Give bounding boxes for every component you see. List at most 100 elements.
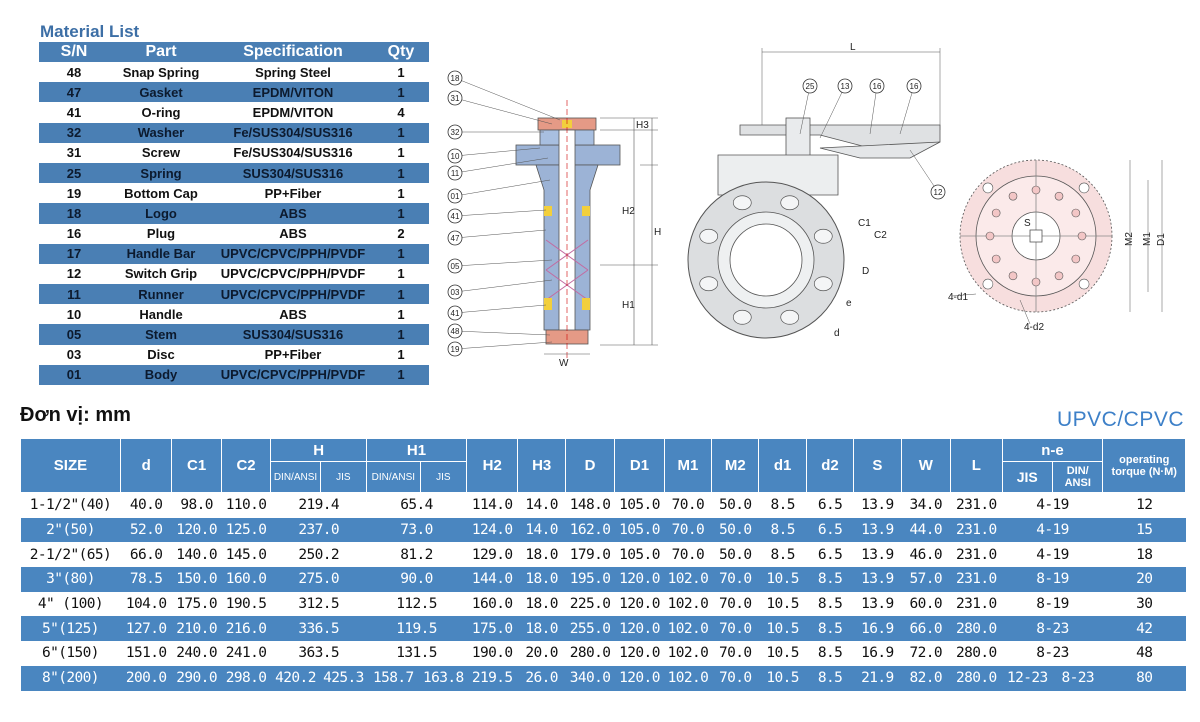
material-cell: SUS304/SUS316	[213, 324, 373, 345]
material-cell: 16	[39, 223, 109, 244]
flange-hole	[982, 278, 994, 290]
dimension-cell-l: 280.0	[950, 616, 1003, 642]
dim-c1-label: C1	[858, 218, 871, 229]
dimension-cell-D1: 105.0	[614, 492, 665, 518]
dimension-cell-torque: 18	[1102, 542, 1186, 568]
material-cell: 17	[39, 243, 109, 264]
material-cell: 31	[39, 142, 109, 163]
dimension-cell-h2: 144.0	[466, 567, 518, 592]
callout-balloon: 25	[799, 78, 818, 135]
dimension-cell-c2: 190.5	[221, 591, 271, 617]
col-m2: M2	[711, 438, 760, 493]
callout-balloon: 41	[447, 304, 547, 321]
dimension-cell-m1: 102.0	[664, 616, 712, 642]
dimension-cell-d1: 10.5	[758, 591, 807, 617]
callout-balloon: 18	[447, 70, 561, 121]
dimension-cell-m2: 70.0	[711, 616, 759, 642]
callout-label: 41	[451, 309, 460, 318]
dimension-cell-h3: 14.0	[517, 517, 566, 543]
material-cell: Screw	[109, 142, 213, 163]
col-ne-jis: JIS	[1001, 461, 1054, 493]
dimension-cell-h1: 112.5	[366, 591, 467, 617]
material-cell: Disc	[109, 344, 213, 365]
dimension-cell-s: 13.9	[853, 492, 902, 518]
dimension-cell-m1: 102.0	[664, 567, 712, 592]
dimension-cell-c1: 120.0	[171, 517, 222, 543]
bolt-hole	[813, 228, 833, 244]
dimension-cell-size: 4" (100)	[20, 591, 121, 617]
dimension-cell-h3: 14.0	[517, 492, 566, 518]
dimension-cell-c1: 175.0	[171, 591, 222, 617]
mounting-slot	[985, 231, 995, 241]
material-cell: 1	[373, 203, 429, 224]
dimension-cell-m1: 70.0	[664, 542, 712, 568]
dimension-cell-D: 225.0	[565, 591, 615, 617]
dimension-cell-d2: 6.5	[806, 517, 854, 543]
dimension-cell-c1: 240.0	[171, 641, 222, 666]
dimension-cell-m2: 70.0	[711, 567, 759, 592]
dimension-cell-w: 44.0	[901, 517, 951, 543]
material-cell: Stem	[109, 324, 213, 345]
dimension-cell-size: 2"(50)	[20, 517, 121, 543]
col-ne: n-e	[1001, 438, 1104, 462]
dimension-cell-c1: 98.0	[171, 492, 222, 518]
material-cell: 03	[39, 344, 109, 365]
dimension-cell-torque: 20	[1102, 567, 1186, 592]
callout-balloon: 48	[447, 323, 551, 339]
dimension-cell-size: 3"(80)	[20, 567, 121, 592]
callout-balloon: 11	[447, 157, 549, 181]
dimension-cell-s: 16.9	[853, 616, 902, 642]
dimension-cell-c2: 160.0	[221, 567, 271, 592]
dimension-cell-h3: 26.0	[517, 665, 566, 691]
dimension-cell-d2: 8.5	[806, 591, 854, 617]
dimension-cell-m2: 70.0	[711, 641, 759, 666]
bolt-hole	[780, 195, 800, 211]
dimension-cell-torque: 30	[1102, 591, 1186, 617]
col-h2: H2	[465, 438, 519, 493]
callout-balloon: 47	[447, 229, 547, 246]
dimension-cell-s: 13.9	[853, 591, 902, 617]
dimension-cell-D: 255.0	[565, 616, 615, 642]
dimension-cell-h3: 18.0	[517, 542, 566, 568]
callout-label: 41	[451, 212, 460, 221]
dimension-cell-l: 231.0	[950, 517, 1003, 543]
callout-balloon: 16	[869, 78, 885, 135]
material-cell: 1	[373, 142, 429, 163]
col-torque: operating torque (N·M)	[1102, 438, 1186, 493]
dimension-cell-h2: 160.0	[466, 591, 518, 617]
dimension-cell-l: 231.0	[950, 567, 1003, 592]
mounting-slot	[991, 254, 1001, 264]
dimension-cell-D1: 120.0	[614, 616, 665, 642]
dimension-cell-h: 250.2	[270, 542, 367, 568]
material-cell: 1	[373, 304, 429, 325]
dimension-cell-ne: 4-19	[1002, 542, 1103, 568]
callout-balloon: 05	[447, 258, 553, 274]
dimension-cell-ne: 8-19	[1002, 567, 1103, 592]
material-cell: 11	[39, 284, 109, 305]
mounting-slot	[1031, 277, 1041, 287]
callout-label: 10	[451, 152, 460, 161]
dimension-cell-w: 46.0	[901, 542, 951, 568]
dim-l-label: L	[850, 42, 856, 53]
col-c2: C2	[220, 438, 272, 493]
dimension-cell-ne: 4-19	[1002, 492, 1103, 518]
dim-d1-label: D1	[1156, 233, 1167, 246]
material-cell: 10	[39, 304, 109, 325]
dimension-cell-d1: 10.5	[758, 616, 807, 642]
callout-balloon: 16	[899, 78, 922, 135]
mounting-slot	[1071, 208, 1081, 218]
material-label: UPVC/CPVC	[1056, 408, 1184, 431]
dimension-cell-D1: 105.0	[614, 517, 665, 543]
flange-hole	[1078, 182, 1090, 194]
material-cell: 25	[39, 162, 109, 184]
dimension-cell-ne-jis: 12-23	[1002, 665, 1053, 691]
dimension-cell-size: 5"(125)	[20, 616, 121, 642]
material-cell: Washer	[109, 122, 213, 143]
